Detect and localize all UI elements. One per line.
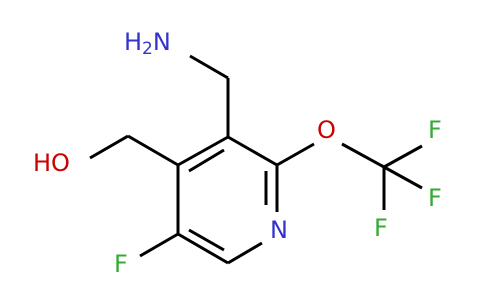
bond-layer [89, 54, 423, 265]
bond-o-cf3 [341, 142, 385, 169]
amine-sub-label: 2 [142, 39, 153, 59]
ether-oxygen-label: O [317, 116, 336, 144]
bond-cf3-f-mid [383, 165, 423, 190]
bond-n1-c6 [227, 241, 263, 265]
bond-cf3-f-top [383, 144, 423, 169]
cf3-fluorine-mid-label: F [428, 184, 442, 212]
bond-c4-c3-inner [188, 148, 225, 173]
bond-ch2-oh [89, 134, 129, 160]
hydroxyl-label: HO [33, 149, 70, 177]
cf3-fluorine-top-label: F [428, 116, 442, 144]
bond-c6-c5-inner [188, 228, 225, 252]
amine-n-label: N [153, 28, 171, 56]
bond-c2-o [276, 142, 315, 167]
ring-fluorine-label: F [114, 250, 128, 278]
bond-c4-ch2 [127, 134, 179, 167]
bond-ch2-n [189, 54, 229, 80]
label-layer: H2N HO N F O F F F [33, 28, 442, 278]
bond-c6-c5 [177, 232, 229, 265]
amine-h-label: H [124, 28, 142, 56]
amine-label: H2N [124, 28, 171, 59]
ring-nitrogen-label: N [270, 216, 288, 244]
bond-c4-c3 [177, 135, 229, 167]
cf3-fluorine-bottom-label: F [374, 214, 388, 242]
bond-c5-f [139, 232, 179, 258]
bond-c3-c2 [227, 135, 278, 167]
